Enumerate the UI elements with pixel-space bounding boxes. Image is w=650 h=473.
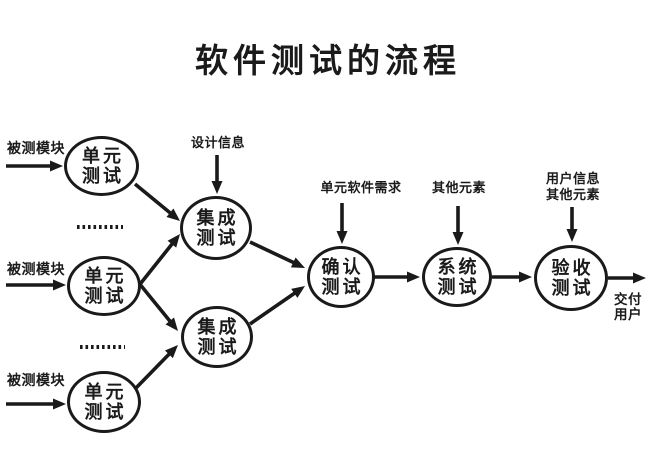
node-integration-test-2-line1: 集成 bbox=[197, 316, 240, 337]
delivery-line1: 交付 bbox=[614, 292, 642, 307]
input-module-label-3: 被测模块 bbox=[7, 374, 65, 389]
design-info-label: 设计信息 bbox=[190, 135, 245, 150]
arrow-input-3 bbox=[6, 398, 66, 410]
node-acceptance-test: 验收 测试 bbox=[534, 245, 608, 311]
arrow-unit3-to-integration2 bbox=[134, 345, 178, 390]
node-unit-test-3-line2: 测试 bbox=[84, 402, 127, 422]
node-unit-test-1-line2: 测试 bbox=[82, 166, 124, 186]
node-confirmation-test-line1: 确认 bbox=[321, 256, 364, 277]
node-integration-test-1: 集成 测试 bbox=[180, 196, 252, 260]
user-info-line1: 用户信息 bbox=[545, 171, 600, 186]
user-info-line2: 其他元素 bbox=[545, 186, 600, 202]
node-confirmation-test-line2: 测试 bbox=[321, 277, 364, 297]
node-system-test: 系统 测试 bbox=[422, 247, 492, 307]
node-system-test-line2: 测试 bbox=[437, 277, 480, 297]
arrow-other-elements bbox=[452, 206, 464, 245]
arrow-design-info bbox=[211, 155, 223, 194]
node-unit-test-2: 单元 测试 bbox=[67, 256, 141, 316]
node-unit-test-3: 单元 测试 bbox=[67, 371, 141, 433]
node-unit-test-2-line1: 单元 bbox=[84, 265, 127, 286]
node-acceptance-test-line1: 验收 bbox=[551, 257, 594, 278]
node-integration-test-1-line1: 集成 bbox=[196, 207, 239, 228]
unit-software-requirement-label: 单元软件需求 bbox=[320, 180, 402, 195]
arrow-confirm-to-system bbox=[374, 271, 420, 283]
node-unit-test-1-line1: 单元 bbox=[82, 145, 124, 166]
arrow-integration2-to-confirm bbox=[248, 286, 305, 326]
other-elements-label: 其他元素 bbox=[431, 180, 486, 195]
delivery-label: 交付 用户 bbox=[608, 292, 648, 322]
arrow-integration1-to-confirm bbox=[249, 240, 305, 268]
arrow-unit1-to-integration1 bbox=[133, 182, 180, 221]
arrow-input-1 bbox=[6, 160, 63, 172]
arrow-system-to-acceptance bbox=[492, 271, 532, 283]
node-unit-test-1: 单元 测试 bbox=[64, 136, 139, 196]
arrow-unit-software-req bbox=[336, 203, 348, 244]
node-confirmation-test: 确认 测试 bbox=[307, 246, 375, 308]
input-module-label-2: 被测模块 bbox=[7, 263, 65, 278]
node-system-test-line1: 系统 bbox=[437, 256, 480, 277]
input-module-label-1: 被测模块 bbox=[7, 142, 65, 157]
node-integration-test-2-line2: 测试 bbox=[197, 337, 240, 357]
node-integration-test-1-line2: 测试 bbox=[196, 228, 239, 248]
node-unit-test-2-line2: 测试 bbox=[84, 286, 127, 306]
user-info-label: 用户信息 其他元素 bbox=[542, 171, 604, 202]
arrow-acceptance-to-delivery bbox=[608, 272, 646, 284]
arrow-user-info bbox=[566, 207, 578, 242]
delivery-line2: 用户 bbox=[614, 307, 642, 323]
node-acceptance-test-line2: 测试 bbox=[551, 278, 594, 298]
node-unit-test-3-line1: 单元 bbox=[84, 381, 127, 402]
diagram-title: 软件测试的流程 bbox=[195, 44, 461, 80]
arrow-input-2 bbox=[6, 279, 66, 291]
node-integration-test-2: 集成 测试 bbox=[181, 306, 253, 368]
